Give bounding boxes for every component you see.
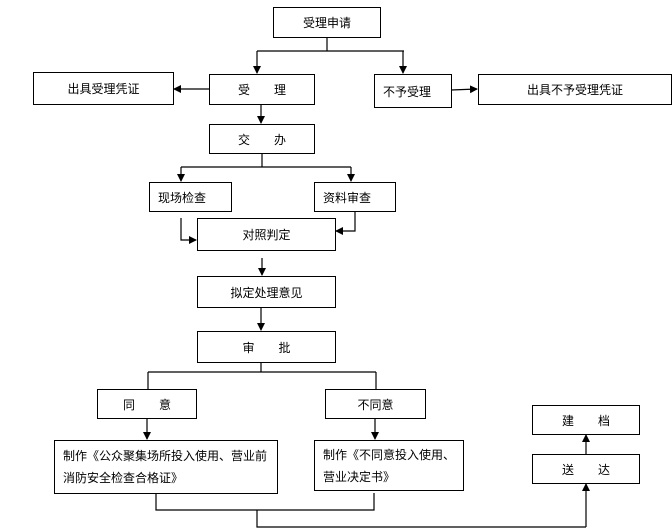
node-document-review: 资料审查 — [314, 182, 396, 212]
node-reject-voucher: 出具不予受理凭证 — [478, 74, 672, 105]
node-apply: 受理申请 — [273, 7, 381, 38]
node-accept: 受 理 — [209, 74, 315, 105]
node-reject: 不予受理 — [374, 74, 452, 108]
arrow-to-reject-voucher — [450, 85, 478, 94]
node-draft-opinion: 拟定处理意见 — [197, 276, 336, 308]
node-make-certificate: 制作《公众聚集场所投入使用、营业前消防安全检查合格证》 — [54, 440, 278, 494]
node-compare-judge: 对照判定 — [197, 218, 336, 251]
node-disagree: 不同意 — [325, 389, 426, 419]
node-make-decision: 制作《不同意投入使用、营业决定书》 — [314, 440, 464, 491]
connector-bottom-merge — [155, 493, 586, 528]
node-assign: 交 办 — [209, 124, 315, 154]
node-accept-voucher: 出具受理凭证 — [33, 72, 174, 105]
node-approval: 审 批 — [197, 331, 336, 363]
connector-assign-split — [181, 153, 351, 168]
node-archive: 建 档 — [532, 405, 640, 435]
connector-apply-split — [257, 37, 404, 52]
arrow-doc-to-compare — [335, 211, 356, 235]
node-deliver: 送 达 — [532, 454, 640, 484]
connector-approval-split — [147, 362, 377, 389]
arrow-site-to-compare — [180, 218, 197, 244]
node-agree: 同 意 — [97, 389, 197, 419]
node-site-inspection: 现场检查 — [149, 182, 232, 212]
